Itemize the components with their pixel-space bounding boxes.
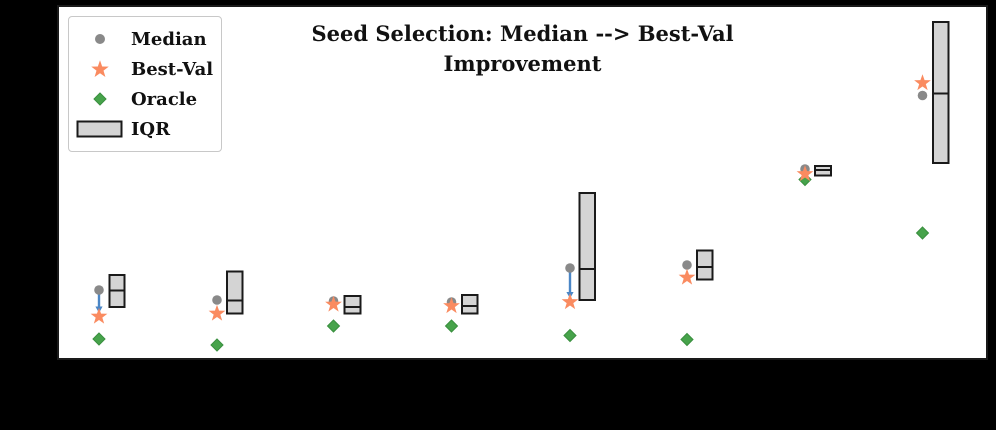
legend-item-bestval: Best-Val [69,54,213,84]
median-marker [917,90,928,101]
best-val-marker [443,297,460,314]
legend: Median Best-Val Oracle IQR [68,16,222,152]
best-val-marker [325,295,342,312]
median-marker [212,295,222,305]
median-marker [565,263,575,273]
best-val-marker [208,304,226,321]
series-group-8 [914,21,950,240]
median-marker [682,260,692,270]
best-val-marker [796,165,814,182]
oracle-marker [92,332,106,346]
iqr-box [226,270,244,315]
legend-label-median: Median [131,28,207,50]
legend-label-oracle: Oracle [131,88,198,110]
best-val-marker [561,293,579,310]
series-group-4 [443,294,479,333]
chart-title-line1: Seed Selection: Median --> Best-Val [311,21,734,46]
best-val-star-glyph [91,60,109,77]
series-group-1 [90,274,126,346]
oracle-marker [563,328,577,343]
best-val-marker [90,307,108,324]
chart-title: Seed Selection: Median --> Best-Val Impr… [57,19,988,79]
median-circle-icon [69,29,131,49]
oracle-marker [680,332,694,347]
median-marker [94,285,104,295]
series-group-5 [561,192,596,343]
chart-title-line2: Improvement [443,51,602,76]
legend-label-iqr: IQR [131,118,171,140]
oracle-diamond-icon [69,89,131,109]
oracle-marker [326,319,341,333]
legend-item-oracle: Oracle [69,84,213,114]
series-group-2 [208,270,244,352]
oracle-marker [210,338,224,352]
oracle-marker [444,319,459,333]
series-group-6 [678,249,714,347]
iqr-box-icon [69,120,131,138]
series-group-7 [796,164,832,187]
iqr-box [578,192,596,301]
series-group-3 [325,295,362,333]
legend-item-median: Median [69,24,213,54]
iqr-box [696,249,714,281]
best-val-marker [678,268,696,285]
best-val-star-icon [69,58,131,80]
legend-label-bestval: Best-Val [131,58,214,80]
legend-item-iqr: IQR [69,114,213,144]
iqr-box [461,294,479,315]
oracle-marker [915,226,930,240]
best-val-marker [914,74,931,91]
iqr-box [343,295,362,315]
